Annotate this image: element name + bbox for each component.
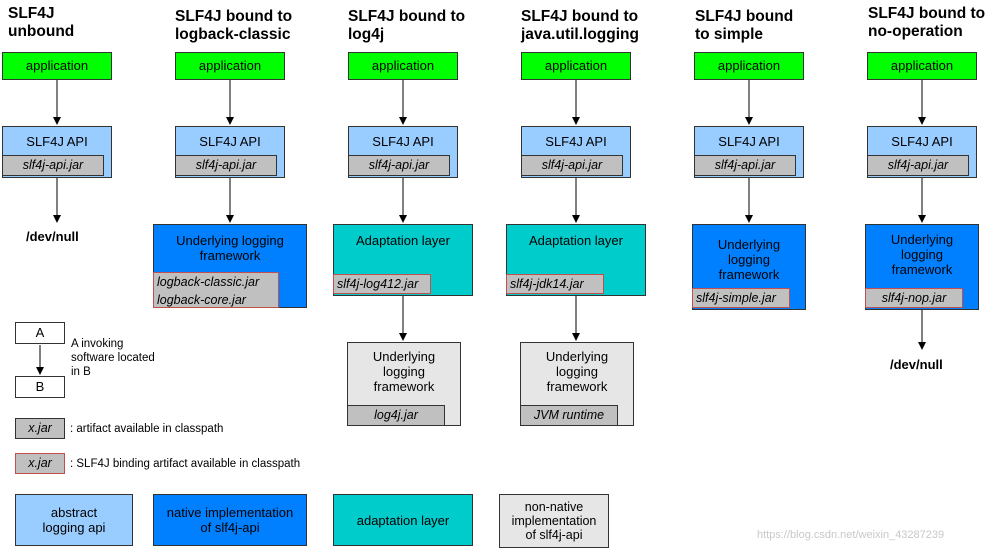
key-non-native-impl-label: non-native implementation of slf4j-api — [511, 500, 597, 542]
col3-binding-jar: slf4j-log412.jar — [333, 274, 431, 294]
key-non-native-impl: non-native implementation of slf4j-api — [499, 494, 609, 548]
key-native-impl-label: native implementation of slf4j-api — [166, 505, 294, 535]
watermark: https://blog.csdn.net/weixin_43287239 — [757, 529, 945, 541]
key-native-impl: native implementation of slf4j-api — [153, 494, 307, 546]
col2-binding-jar: logback-classic.jar logback-core.jar — [153, 272, 279, 308]
legend-jar: x.jar — [15, 418, 65, 439]
col2-api-label: SLF4J API — [199, 134, 261, 149]
legend-binding-jar: x.jar — [15, 453, 65, 474]
col1-dev-null: /dev/null — [26, 229, 79, 244]
col4-framework-jar: JVM runtime — [520, 405, 618, 426]
col3-framework-jar: log4j.jar — [347, 405, 445, 426]
col1-title: SLF4J unbound — [8, 5, 75, 40]
col1-api-label: SLF4J API — [26, 134, 88, 149]
key-abstract-api-label: abstract logging api — [42, 505, 106, 535]
col4-adaptation-label: Adaptation layer — [529, 233, 623, 248]
col5-api-label: SLF4J API — [718, 134, 780, 149]
col6-framework-box: Underlying logging framework — [865, 224, 979, 310]
legend-binding-text: : SLF4J binding artifact available in cl… — [70, 458, 301, 470]
col3-application-box: application — [348, 52, 458, 80]
key-adaptation-layer: adaptation layer — [333, 494, 473, 546]
col5-application-box: application — [694, 52, 804, 80]
col2-application-box: application — [175, 52, 285, 80]
col2-title: SLF4J bound to logback-classic — [175, 8, 293, 43]
col5-api-jar: slf4j-api.jar — [694, 155, 796, 176]
col5-title: SLF4J bound to simple — [695, 8, 794, 43]
col6-dev-null: /dev/null — [890, 357, 943, 372]
col3-api-label: SLF4J API — [372, 134, 434, 149]
col1-application-box: application — [2, 52, 112, 80]
col3-api-jar: slf4j-api.jar — [348, 155, 450, 176]
legend-box-a: A — [15, 322, 65, 344]
legend-invoke-text: A invoking software located in B — [71, 338, 155, 378]
col4-application-box: application — [521, 52, 631, 80]
col2-framework-label: Underlying logging framework — [176, 233, 284, 263]
col6-title: SLF4J bound to no-operation — [868, 5, 986, 40]
col4-binding-jar: slf4j-jdk14.jar — [506, 274, 604, 294]
col4-api-jar: slf4j-api.jar — [521, 155, 623, 176]
legend-box-b: B — [15, 376, 65, 398]
col3-framework-label: Underlying logging framework — [372, 349, 436, 394]
col4-framework-label: Underlying logging framework — [545, 349, 609, 394]
col1-api-jar: slf4j-api.jar — [2, 155, 104, 176]
col6-framework-label: Underlying logging framework — [890, 232, 954, 277]
col5-framework-label: Underlying logging framework — [717, 237, 781, 282]
col3-adaptation-label: Adaptation layer — [356, 233, 450, 248]
col6-binding-jar: slf4j-nop.jar — [865, 288, 963, 308]
col6-api-jar: slf4j-api.jar — [867, 155, 969, 176]
key-abstract-api: abstract logging api — [15, 494, 133, 546]
col6-api-label: SLF4J API — [891, 134, 953, 149]
legend-jar-text: : artifact available in classpath — [70, 423, 224, 435]
col4-api-label: SLF4J API — [545, 134, 607, 149]
col4-title: SLF4J bound to java.util.logging — [521, 8, 639, 43]
col3-title: SLF4J bound to log4j — [348, 8, 466, 43]
col2-api-jar: slf4j-api.jar — [175, 155, 277, 176]
key-adaptation-layer-label: adaptation layer — [356, 512, 450, 528]
col5-binding-jar: slf4j-simple.jar — [692, 288, 790, 308]
col6-application-box: application — [867, 52, 977, 80]
